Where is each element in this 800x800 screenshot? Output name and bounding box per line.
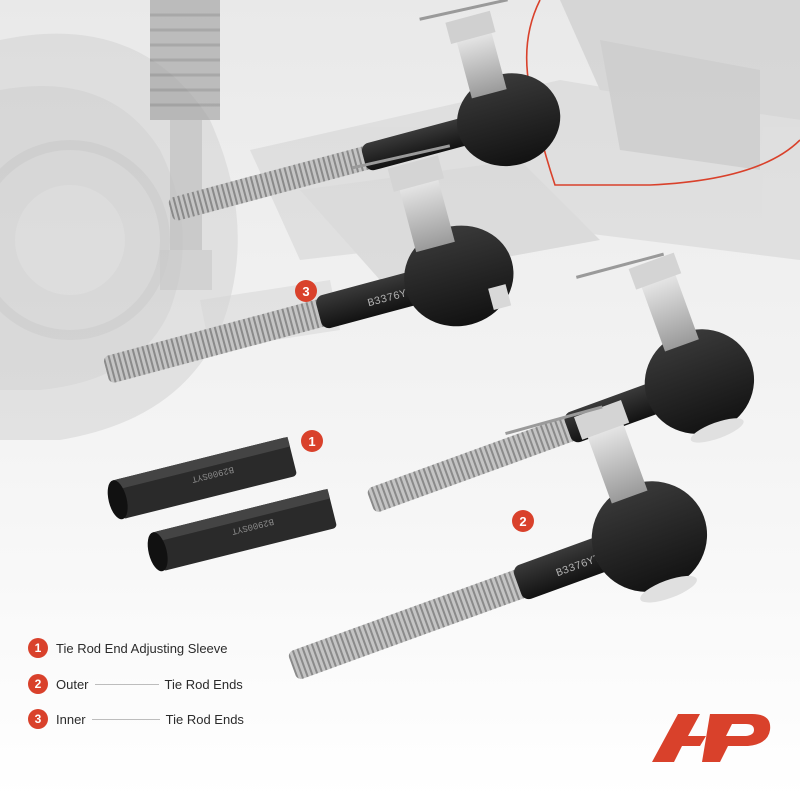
outer-tie-rod-end-front: B3376YT — [288, 400, 708, 679]
legend-label: Inner — [56, 711, 86, 727]
legend-suffix: Tie Rod Ends — [165, 711, 244, 727]
shock-absorber-shape — [150, 0, 220, 290]
legend-label: Tie Rod End Adjusting Sleeve — [56, 640, 228, 656]
legend-item-sleeve: 1 Tie Rod End Adjusting Sleeve — [28, 636, 328, 660]
callout-sleeve: 1 — [301, 430, 323, 452]
legend-number: 1 — [28, 638, 48, 658]
inner-tie-rod-end-back — [168, 0, 561, 221]
legend-number: 3 — [28, 709, 48, 729]
callout-inner: 3 — [295, 280, 317, 302]
ap-brand-logo-icon — [652, 714, 771, 762]
adjusting-sleeve-lower: B2900SYT — [147, 488, 337, 572]
red-accent-line — [525, 0, 800, 186]
legend-suffix: Tie Rod Ends — [164, 676, 243, 692]
legend-number: 2 — [28, 674, 48, 694]
legend-divider-line — [91, 718, 160, 720]
legend-item-outer: 2 Outer Tie Rod Ends — [28, 672, 328, 696]
legend-item-inner: 3 Inner Tie Rod Ends — [28, 707, 328, 731]
legend-label: Outer — [56, 676, 89, 692]
legend-divider-line — [94, 683, 159, 685]
chassis-shape — [200, 0, 800, 350]
callout-outer: 2 — [512, 510, 534, 532]
inner-tie-rod-end-front: B3376YT — [103, 144, 514, 383]
adjusting-sleeve-upper: B2900SYT — [107, 436, 297, 520]
